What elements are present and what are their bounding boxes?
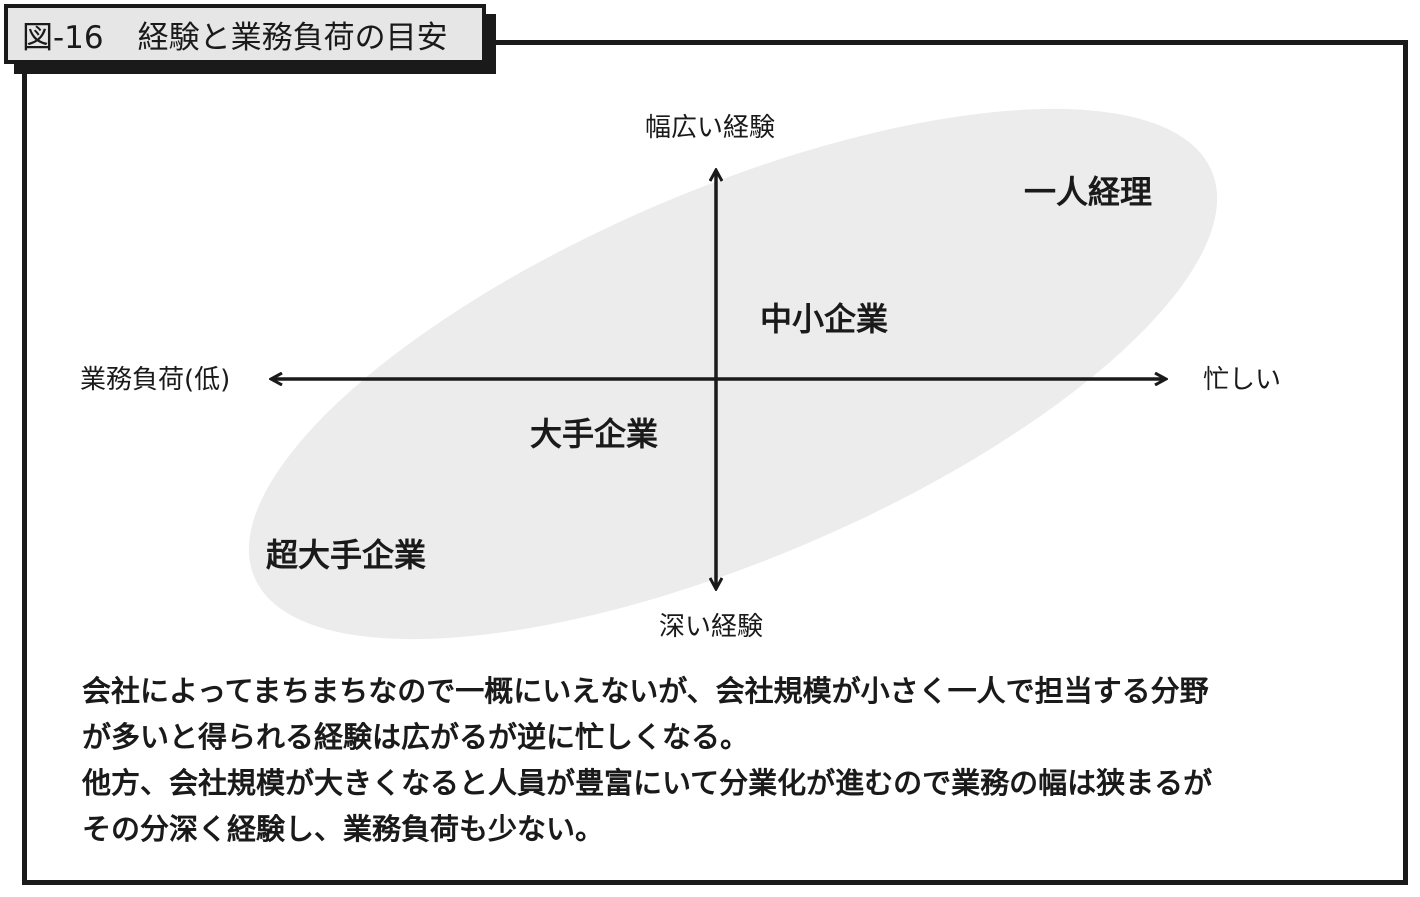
figure-title-box: 図-16 経験と業務負荷の目安: [4, 4, 486, 64]
description-line-1: 会社によってまちまちなので一概にいえないが、会社規模が小さく一人で担当する分野: [82, 674, 1209, 708]
region-label-large: 大手企業: [530, 415, 659, 453]
description-line-4: その分深く経験し、業務負荷も少ない。: [82, 812, 605, 846]
axis-label-right: 忙しい: [1203, 365, 1282, 395]
figure-title: 経験と業務負荷の目安: [137, 19, 448, 56]
region-label-very-large: 超大手企業: [266, 536, 427, 574]
axis-label-bottom: 深い経験: [659, 612, 764, 642]
region-label-sme: 中小企業: [760, 300, 889, 338]
description-text: 会社によってまちまちなので一概にいえないが、会社規模が小さく一人で担当する分野 …: [82, 668, 1382, 852]
axis-label-left: 業務負荷(低): [80, 365, 231, 395]
experience-ellipse: [248, 108, 1218, 640]
description-line-2: が多いと得られる経験は広がるが逆に忙しくなる。: [82, 720, 750, 754]
figure-number: 図-16: [22, 19, 104, 56]
axis-label-top: 幅広い経験: [645, 113, 776, 143]
region-label-solo: 一人経理: [1024, 173, 1153, 211]
description-line-3: 他方、会社規模が大きくなると人員が豊富にいて分業化が進むので業務の幅は狭まるが: [82, 766, 1213, 800]
